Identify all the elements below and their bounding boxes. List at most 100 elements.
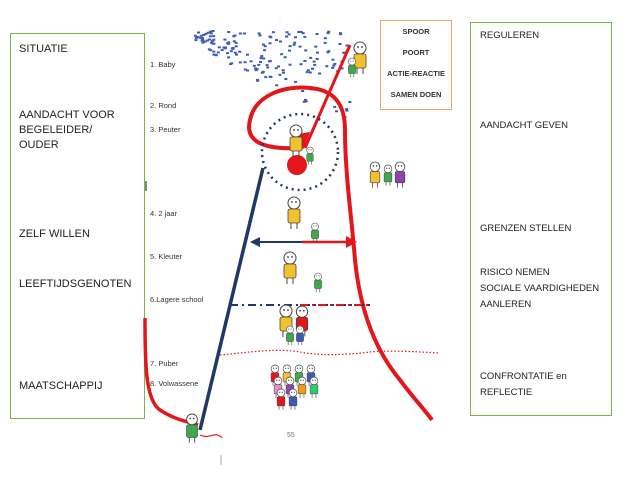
cloud-dot xyxy=(287,33,291,36)
cloud-dot xyxy=(312,60,316,63)
cloud-dot xyxy=(339,32,342,35)
cloud-dot xyxy=(262,57,266,60)
cloud-dot xyxy=(254,67,257,70)
cloud-dot xyxy=(305,71,309,74)
cloud-dot xyxy=(232,40,236,43)
child-figure xyxy=(286,325,294,346)
red-arrow-line xyxy=(303,44,352,149)
cloud-dot xyxy=(298,45,302,48)
child-figure xyxy=(306,146,314,165)
cloud-dot xyxy=(208,30,212,33)
dot-cloud xyxy=(193,30,352,118)
cloud-dot xyxy=(227,31,231,33)
cloud-dot xyxy=(345,108,349,111)
child-figure xyxy=(186,413,198,443)
child-figure xyxy=(297,376,307,398)
cloud-dot xyxy=(217,46,221,49)
right-label-reguleren: REGULEREN xyxy=(480,30,540,41)
left-panel: SITUATIE AANDACHT VOOR BEGELEIDER/ OUDER… xyxy=(10,33,145,419)
cloud-dot xyxy=(275,39,278,41)
cloud-dot xyxy=(311,67,314,70)
red-dot xyxy=(287,155,307,175)
cloud-dot xyxy=(212,50,216,53)
cloud-dot xyxy=(264,76,268,79)
cloud-dot xyxy=(200,37,204,39)
cloud-dot xyxy=(323,41,327,44)
cloud-dot xyxy=(212,53,216,56)
cloud-dot xyxy=(332,64,336,67)
cloud-dot xyxy=(238,32,242,35)
cloud-dot xyxy=(288,49,291,52)
cloud-dot xyxy=(242,32,246,35)
cloud-dot xyxy=(297,31,301,33)
child-figure xyxy=(309,376,319,398)
cloud-dot xyxy=(227,56,231,59)
cloud-dot xyxy=(323,37,327,40)
cloud-dot xyxy=(293,41,297,44)
cloud-dot xyxy=(327,50,331,53)
stage-label-volwassene: 8. Volwassene xyxy=(150,379,199,388)
cloud-dot xyxy=(303,98,307,101)
cloud-dot xyxy=(227,41,231,44)
cloud-dot xyxy=(285,31,289,34)
red-tail xyxy=(199,434,223,439)
cloud-dot xyxy=(205,39,209,42)
right-label-aandacht-geven: AANDACHT GEVEN xyxy=(480,120,568,131)
legend-item-spoor: SPOOR xyxy=(402,27,430,36)
cloud-dot xyxy=(259,61,262,63)
cloud-dot xyxy=(235,53,238,56)
cloud-dot xyxy=(196,36,200,39)
cloud-dot xyxy=(258,34,262,37)
cloud-dot xyxy=(199,37,203,40)
cloud-dot xyxy=(345,44,349,47)
cloud-dot xyxy=(199,34,203,37)
cloud-dot xyxy=(348,101,352,103)
cloud-dot xyxy=(335,110,338,113)
legend-box: SPOOR POORT ACTIE-REACTIE SAMEN DOEN xyxy=(380,20,452,110)
stage-label-puber: 7. Puber xyxy=(150,359,179,368)
left-label-zelf-willen: ZELF WILLEN xyxy=(19,228,90,240)
cloud-dot xyxy=(259,57,263,60)
left-label-situatie: SITUATIE xyxy=(19,43,68,55)
cloud-dot xyxy=(331,66,335,69)
child-figure xyxy=(288,388,298,410)
cloud-dot xyxy=(249,60,253,63)
cloud-dot xyxy=(243,61,247,64)
cloud-dot xyxy=(255,68,259,71)
legend-item-poort: POORT xyxy=(402,48,430,57)
cloud-dot xyxy=(275,84,279,87)
cloud-dot xyxy=(260,55,264,58)
stage-label-rond: 2. Rond xyxy=(150,101,177,110)
cloud-dot xyxy=(208,35,212,38)
right-label-confrontatie: CONFRONTATIE en REFLECTIE xyxy=(480,371,567,398)
cloud-dot xyxy=(338,43,342,45)
cloud-dot xyxy=(226,52,229,55)
cloud-dot xyxy=(299,63,303,66)
cloud-dot xyxy=(226,42,230,45)
cloud-dot xyxy=(340,67,344,70)
child-figure xyxy=(283,251,297,284)
cloud-dot xyxy=(194,39,198,42)
cloud-dot xyxy=(274,67,278,70)
cloud-dot xyxy=(233,51,237,54)
cloud-dot xyxy=(315,33,319,35)
cloud-dot xyxy=(301,32,305,35)
cloud-dot xyxy=(208,38,212,41)
cloud-dot xyxy=(209,49,213,52)
right-label-risico-nemen: RISICO NEMEN SOCIALE VAARDIGHEDEN AANLER… xyxy=(480,267,600,310)
cloud-dot xyxy=(301,90,305,92)
stage-label-kleuter: 5. Kleuter xyxy=(150,252,183,261)
cloud-dot xyxy=(209,32,213,35)
child-figure xyxy=(394,161,406,188)
cloud-dot xyxy=(326,51,330,54)
cloud-dot xyxy=(257,32,261,35)
cloud-dot xyxy=(345,109,349,112)
cloud-dot xyxy=(278,40,282,43)
cloud-dot xyxy=(280,53,284,56)
cloud-dot xyxy=(315,58,319,60)
cloud-dot xyxy=(212,42,216,45)
left-label-maatschappij: MAATSCHAPPIJ xyxy=(19,380,103,392)
child-figure xyxy=(369,161,381,188)
child-figure xyxy=(276,388,286,410)
cloud-dot xyxy=(212,38,216,41)
